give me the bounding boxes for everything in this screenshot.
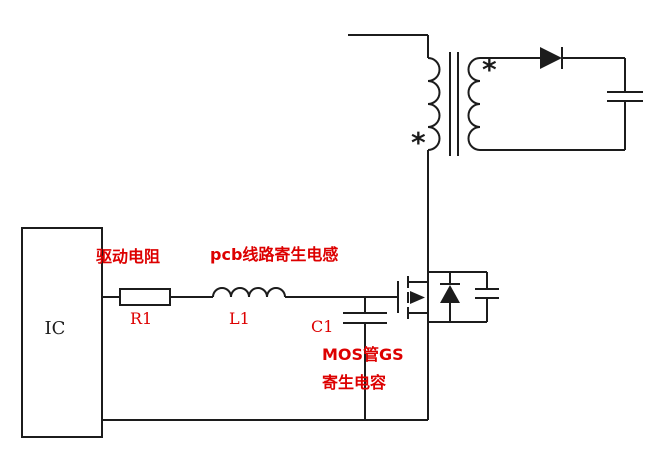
- resistor-r1-symbol: [119, 288, 171, 306]
- mos-gs-annotation-line1: MOS管GS: [322, 345, 404, 364]
- transformer-symbol: [427, 52, 481, 156]
- snubber-capacitor-symbol: [475, 272, 499, 322]
- power-wires: [102, 34, 429, 421]
- mosfet-arrow: [410, 291, 425, 304]
- body-diode-symbol: [428, 271, 487, 323]
- resistor-ref-label: R1: [130, 309, 153, 328]
- drive-resistor-annotation: 驱动电阻: [96, 247, 161, 266]
- secondary-polarity-dot: *: [482, 53, 497, 86]
- mos-gs-annotation-line2: 寄生电容: [322, 373, 387, 392]
- pcb-inductance-annotation: pcb线路寄生电感: [210, 245, 339, 264]
- secondary-wires: [480, 57, 626, 151]
- capacitor-c1-symbol: [343, 297, 387, 420]
- inductor-l1-symbol: [212, 287, 286, 298]
- ic-box: [21, 227, 103, 438]
- mosfet-symbol: [397, 276, 428, 319]
- capacitor-ref-label: C1: [311, 317, 334, 336]
- inductor-ref-label: L1: [229, 309, 250, 328]
- output-capacitor-symbol: [607, 91, 643, 102]
- output-diode-symbol: [540, 47, 563, 69]
- primary-polarity-dot: *: [411, 126, 426, 159]
- ic-label: IC: [44, 318, 66, 339]
